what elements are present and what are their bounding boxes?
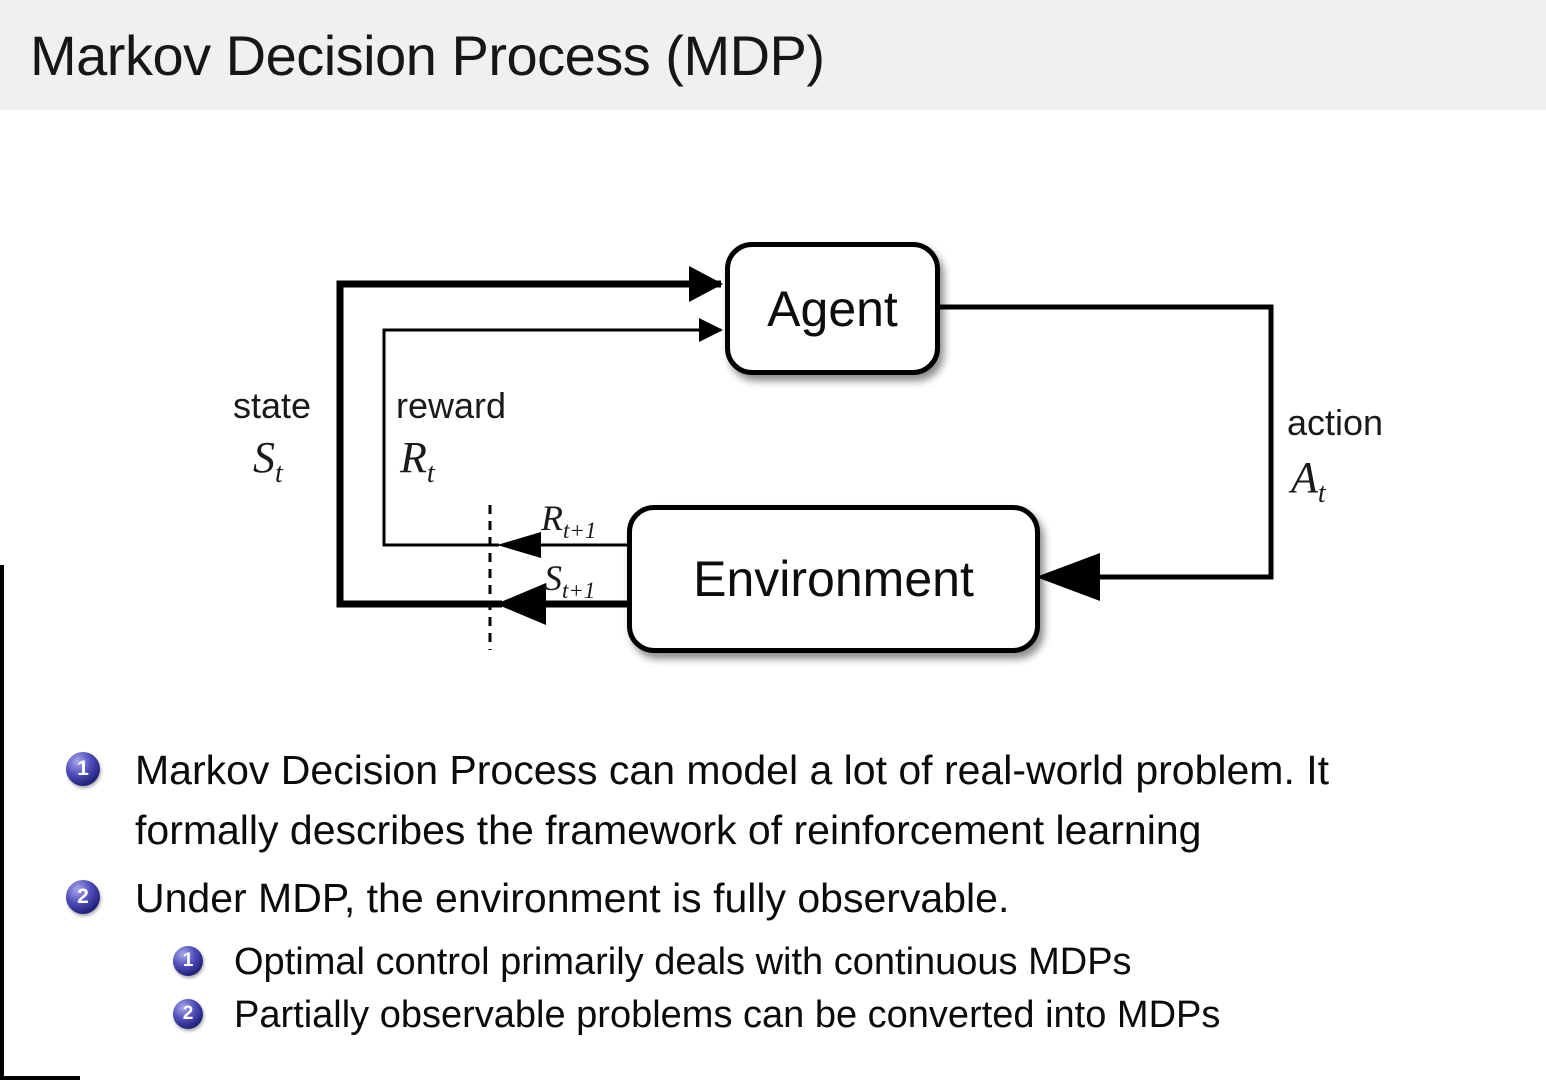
- bullet-badge-1: 1: [66, 752, 100, 786]
- state-label: state: [233, 385, 312, 426]
- bullet-item-2: 2 Under MDP, the environment is fully ob…: [66, 868, 1009, 928]
- agent-box: Agent: [725, 242, 940, 375]
- next-reward-arrowhead-icon: [497, 532, 541, 558]
- slide-header: Markov Decision Process (MDP): [0, 0, 1546, 110]
- state-path: [336, 280, 721, 608]
- reward-path: [382, 328, 721, 547]
- action-arrowhead-icon: [1036, 553, 1100, 601]
- bullet-text-2-line-1: Under MDP, the environment is fully obse…: [135, 875, 1010, 921]
- left-edge-line-bottom: [0, 565, 4, 1080]
- action-path: [925, 304, 1274, 580]
- sub-bullet-text-2-line-1: Partially observable problems can be con…: [234, 994, 1221, 1036]
- bullet-text-2: Under MDP, the environment is fully obse…: [135, 868, 1009, 928]
- action-label: action: [1287, 402, 1384, 443]
- bullet-text-1-line-2: formally describes the framework of rein…: [135, 807, 1202, 853]
- sub-bullet-badge-1: 1: [173, 946, 203, 976]
- sub-bullet-text-1: Optimal control primarily deals with con…: [234, 936, 1132, 989]
- state-symbol: St: [253, 433, 283, 489]
- slide-title: Markov Decision Process (MDP): [30, 23, 825, 87]
- bullet-item-1: 1 Markov Decision Process can model a lo…: [66, 740, 1329, 860]
- environment-label: Environment: [693, 551, 974, 607]
- next-state-arrowhead-icon: [496, 583, 546, 625]
- sub-bullet-item-2: 2 Partially observable problems can be c…: [173, 989, 1220, 1042]
- sub-bullet-item-1: 1 Optimal control primarily deals with c…: [173, 936, 1132, 989]
- next-state-symbol: St+1: [544, 558, 596, 603]
- bullet-text-1: Markov Decision Process can model a lot …: [135, 740, 1329, 860]
- bottom-edge-line: [0, 1076, 80, 1080]
- environment-box: Environment: [627, 505, 1040, 653]
- reward-symbol: Rt: [400, 433, 435, 489]
- sub-bullet-text-2: Partially observable problems can be con…: [234, 989, 1220, 1042]
- sub-bullet-text-1-line-1: Optimal control primarily deals with con…: [234, 941, 1132, 983]
- sub-bullet-badge-2: 2: [173, 999, 203, 1029]
- reward-label: reward: [396, 385, 507, 426]
- next-reward-symbol: Rt+1: [541, 498, 597, 543]
- action-symbol: At: [1291, 453, 1326, 509]
- bullet-text-1-line-1: Markov Decision Process can model a lot …: [135, 747, 1330, 793]
- state-arrowhead-icon: [689, 266, 723, 302]
- agent-label: Agent: [767, 280, 898, 337]
- bullet-badge-2: 2: [66, 880, 100, 914]
- reward-arrowhead-icon: [699, 318, 723, 342]
